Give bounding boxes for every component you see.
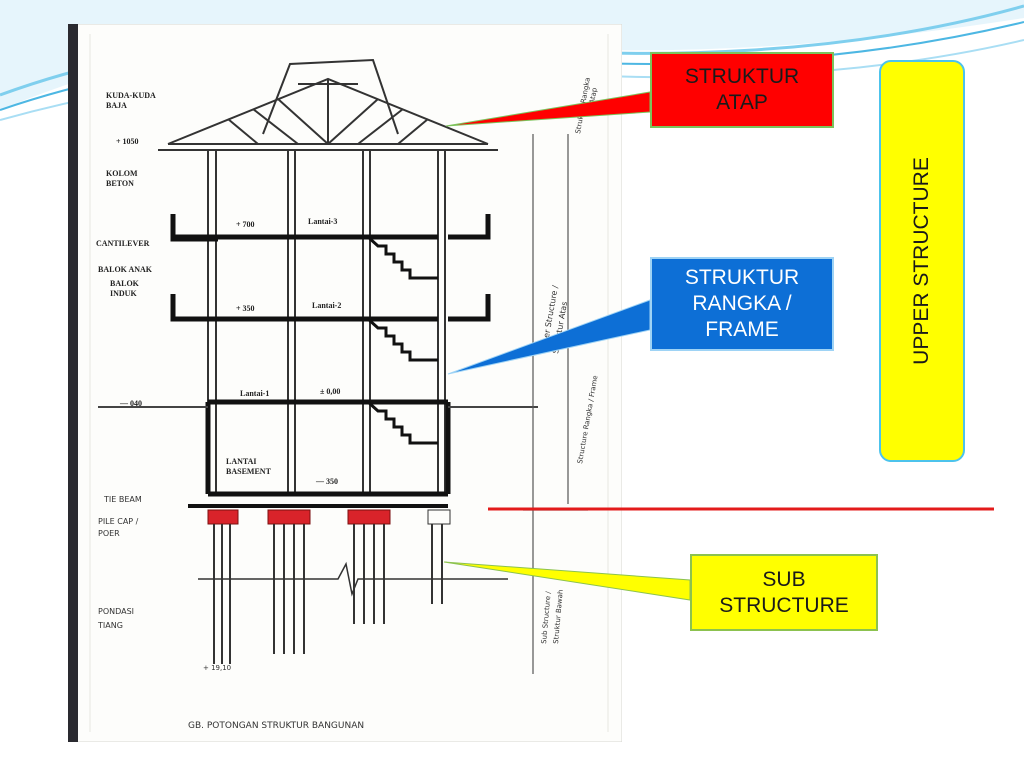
drawing-caption: GB. POTONGAN STRUKTUR BANGUNAN xyxy=(188,721,364,731)
callout-frame-line-1: STRUKTUR xyxy=(684,266,800,289)
callout-sub-line-1: SUB xyxy=(762,567,806,591)
callout-sub-line-2: STRUCTURE xyxy=(719,593,849,617)
callout-upper-structure: UPPER STRUCTURE xyxy=(879,60,965,462)
label-kolom-2: BETON xyxy=(106,179,134,188)
callout-frame-line-2: RANGKA / xyxy=(692,292,792,315)
callout-sub-structure: SUB STRUCTURE xyxy=(690,554,878,631)
pile-caps xyxy=(207,509,451,525)
label-elevation-350: + 350 xyxy=(236,304,255,313)
label-pile-cap-1: PILE CAP / xyxy=(98,517,139,526)
label-cantilever: CANTILEVER xyxy=(96,239,150,248)
label-basement-2: BASEMENT xyxy=(226,467,272,476)
label-elevation-700: + 700 xyxy=(236,220,255,229)
callout-frame-line-3: FRAME xyxy=(705,318,779,341)
upper-structure-label: UPPER STRUCTURE xyxy=(910,157,933,365)
label-balok-induk-1: BALOK xyxy=(110,279,140,288)
label-lantai-1: Lantai-1 xyxy=(240,389,269,398)
structure-section-drawing: KUDA-KUDA BAJA + 1050 KOLOM BETON CANTIL… xyxy=(68,24,622,742)
callout-struktur-frame: STRUKTUR RANGKA / FRAME xyxy=(650,257,834,351)
label-lantai-2: Lantai-2 xyxy=(312,301,341,310)
label-tie-beam: TIE BEAM xyxy=(103,495,142,504)
piles xyxy=(213,524,443,664)
label-lantai-3: Lantai-3 xyxy=(308,217,337,226)
label-balok-anak: BALOK ANAK xyxy=(98,265,153,274)
callout-atap-line-1: STRUKTUR xyxy=(684,65,800,88)
label-pile-cap-2: POER xyxy=(98,529,120,538)
label-basement-1: LANTAI xyxy=(226,457,257,466)
label-pondasi-1: PONDASI xyxy=(98,607,134,616)
stairs xyxy=(366,235,438,445)
label-pondasi-2: TIANG xyxy=(97,621,123,630)
roof-truss xyxy=(158,58,498,151)
label-kolom-1: KOLOM xyxy=(106,169,138,178)
floor-slabs xyxy=(170,214,491,497)
callout-atap-line-2: ATAP xyxy=(716,91,768,114)
label-balok-induk-2: INDUK xyxy=(110,289,137,298)
label-elevation-000: ± 0,00 xyxy=(320,387,340,396)
label-basement-level: — 350 xyxy=(315,477,338,486)
label-kuda-kuda-1: KUDA-KUDA xyxy=(106,91,156,100)
label-ground-level: — 040 xyxy=(119,399,142,408)
callout-struktur-atap: STRUKTUR ATAP xyxy=(650,52,834,128)
break-line xyxy=(198,561,508,597)
label-kuda-kuda-2: BAJA xyxy=(106,101,127,110)
label-pile-depth: + 19,10 xyxy=(203,664,231,672)
label-elevation-roof: + 1050 xyxy=(116,137,139,146)
